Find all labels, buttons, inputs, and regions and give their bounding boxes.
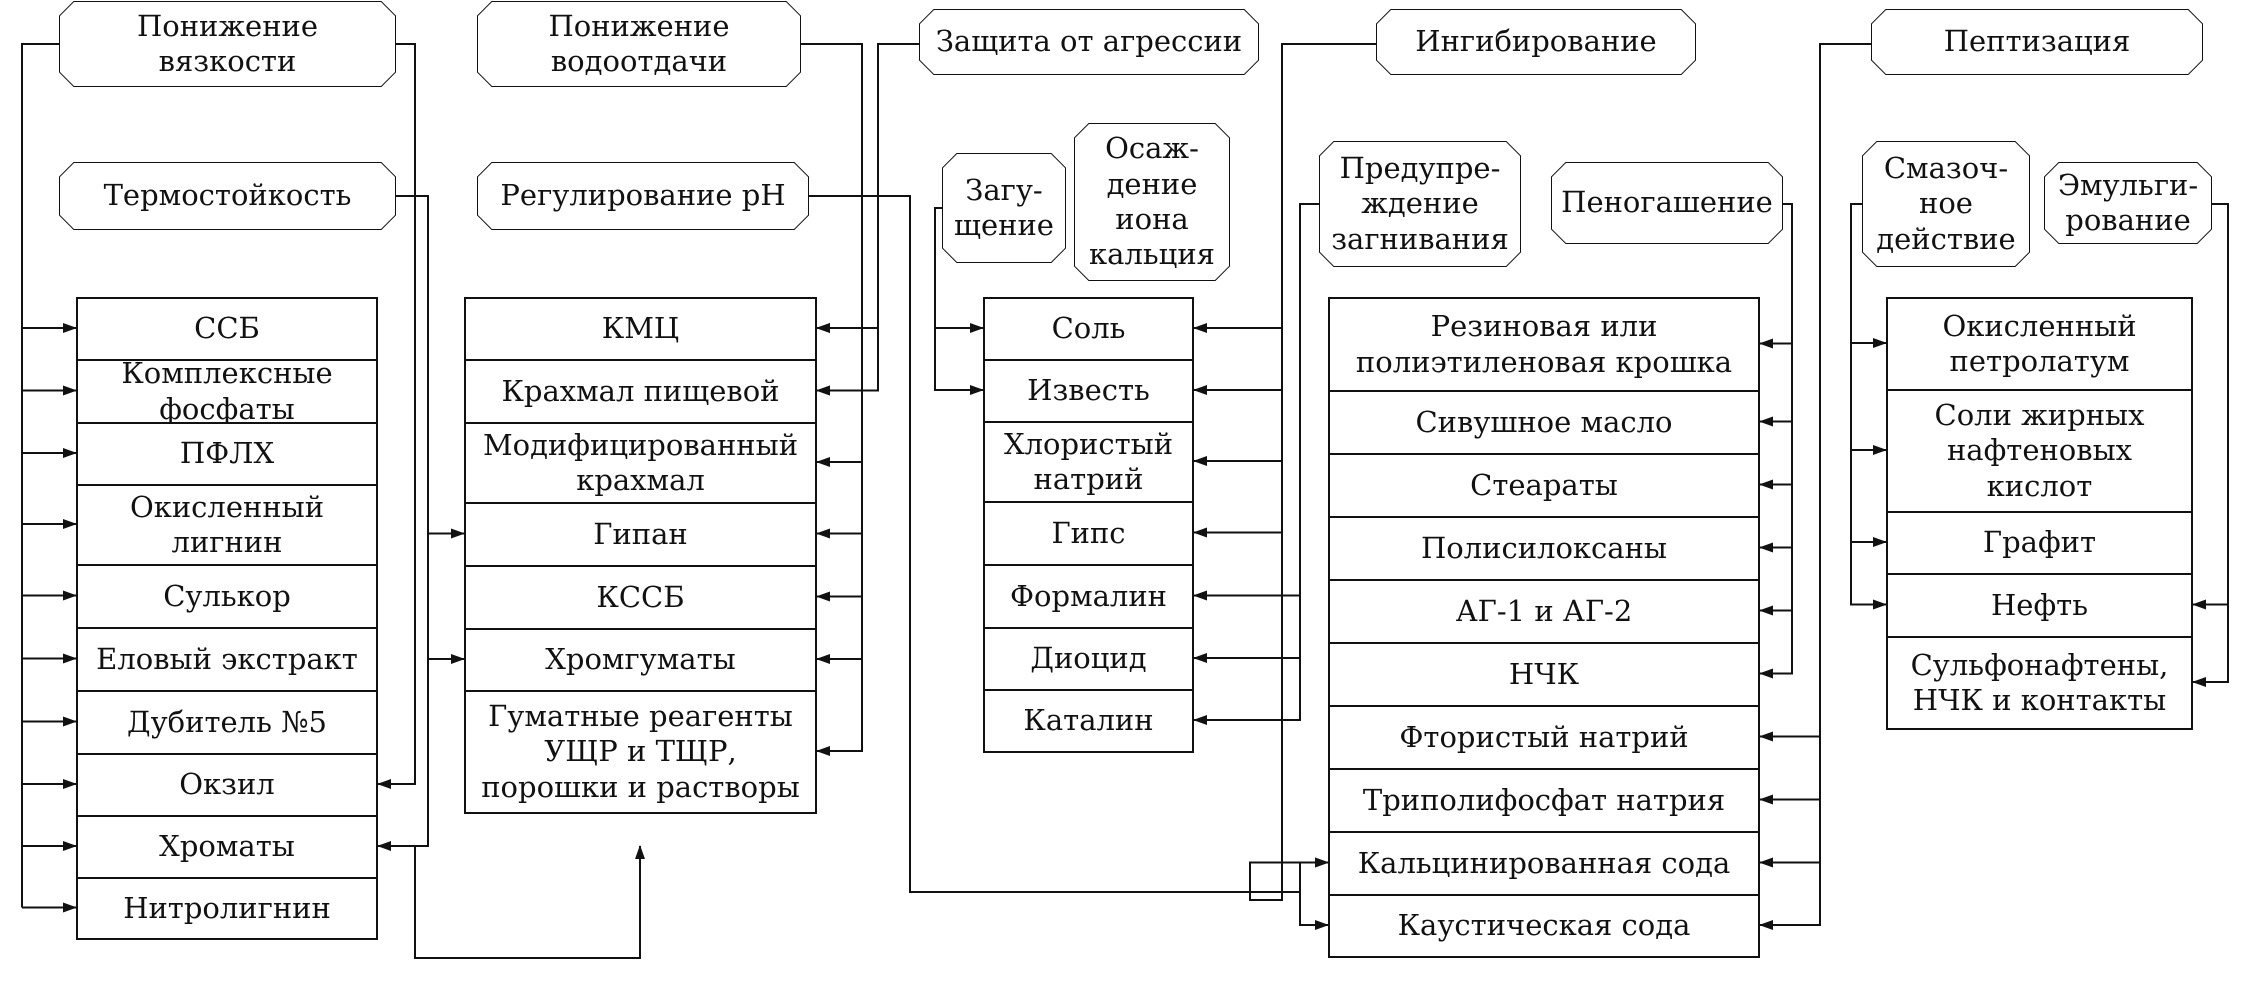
reagent-cell: Известь xyxy=(985,361,1192,423)
arrow-viscosity-okzil xyxy=(377,43,416,789)
arrow-lub xyxy=(1850,203,1887,610)
reagent-cell: Окзил xyxy=(78,755,376,817)
arrow-thick xyxy=(934,207,984,395)
reagent-cell: Еловый экстракт xyxy=(78,629,376,692)
arrow-humate xyxy=(414,845,645,959)
reagent-cell: Каустическая сода xyxy=(1330,896,1758,958)
function-ph: Регулирование pH xyxy=(478,163,808,229)
arrow-ph-caustic xyxy=(1299,892,1329,930)
function-rot: Предупре- ждение загнивания xyxy=(1320,142,1520,266)
reagent-cell: ПФЛХ xyxy=(78,424,376,486)
arrow-inhib-soda xyxy=(1249,532,1329,901)
reagent-cell: Хроматы xyxy=(78,817,376,879)
reagent-cell: Резиновая или полиэтиленовая крошка xyxy=(1330,299,1758,392)
bus-viscosity xyxy=(21,43,60,908)
reagent-cell: Кальцинированная сода xyxy=(1330,833,1758,896)
reagent-cell: Полисилоксаны xyxy=(1330,518,1758,581)
reagent-cell: Каталин xyxy=(985,691,1192,753)
function-foam: Пеногашение xyxy=(1552,163,1782,243)
reagent-cell: ССБ xyxy=(78,299,376,361)
reagent-cell: Соли жирных нафтеновых кислот xyxy=(1888,391,2191,513)
arrow-inhib xyxy=(1193,43,1377,538)
function-inhib: Ингибирование xyxy=(1377,10,1695,74)
function-thick: Загу- щение xyxy=(943,154,1065,262)
reagent-cell: Триполифосфат натрия xyxy=(1330,770,1758,833)
reagent-cell: НЧК xyxy=(1330,644,1758,707)
reagent-cell: Модифицированный крахмал xyxy=(466,424,815,504)
reagent-cell: Сульфонафтены, НЧК и контакты xyxy=(1888,638,2191,730)
reagent-cell: КССБ xyxy=(466,567,815,630)
reagent-cell: Фтористый натрий xyxy=(1330,707,1758,770)
arrow-emul xyxy=(2192,203,2229,687)
function-lub: Смазоч- ное действие xyxy=(1863,142,2029,266)
reagent-cell: КМЦ xyxy=(466,299,815,361)
reagent-cell: Комплексные фосфаты xyxy=(78,361,376,424)
reagent-cell: Нефть xyxy=(1888,575,2191,638)
reagent-cell: Хлористый натрий xyxy=(985,423,1192,503)
reagent-cell: Графит xyxy=(1888,513,2191,575)
reagent-cell: Формалин xyxy=(985,566,1192,629)
function-thermo: Термостойкость xyxy=(60,163,395,229)
function-emul: Эмульги- рование xyxy=(2045,163,2211,243)
reagent-cell: Хромгуматы xyxy=(466,630,815,692)
function-pept: Пептизация xyxy=(1872,10,2202,74)
reagent-cell: Гуматные реагенты УЩР и ТЩР, порошки и р… xyxy=(466,692,815,814)
reagent-cell: Дубитель №5 xyxy=(78,692,376,755)
reagent-cell: Стеараты xyxy=(1330,455,1758,518)
function-aggr: Защита от агрессии xyxy=(920,10,1258,74)
reagent-cell: Диоцид xyxy=(985,629,1192,691)
arrow-foam xyxy=(1759,203,1793,679)
reagent-cell: Крахмал пищевой xyxy=(466,361,815,424)
arrow-thermo-c1 xyxy=(377,195,429,851)
function-visc: Понижение вязкости xyxy=(60,2,395,86)
reagent-cell: Сивушное масло xyxy=(1330,392,1758,455)
reagent-cell: Гипс xyxy=(985,503,1192,566)
function-fluid: Понижение водоотдачи xyxy=(478,2,800,86)
function-ca: Осаж- дение иона кальция xyxy=(1075,124,1229,280)
reagent-cell: Окисленный петролатум xyxy=(1888,299,2191,391)
arrow-pept xyxy=(1759,43,1872,930)
reagent-cell: Гипан xyxy=(466,504,815,567)
reagent-cell: Нитролигнин xyxy=(78,879,376,940)
arrow-rot xyxy=(1193,203,1320,725)
reagent-cell: Сулькор xyxy=(78,566,376,629)
reagent-cell: Соль xyxy=(985,299,1192,361)
reagent-cell: АГ-1 и АГ-2 xyxy=(1330,581,1758,644)
reagent-cell: Окисленный лигнин xyxy=(78,486,376,566)
arrow-aggr-c2 xyxy=(816,43,920,396)
